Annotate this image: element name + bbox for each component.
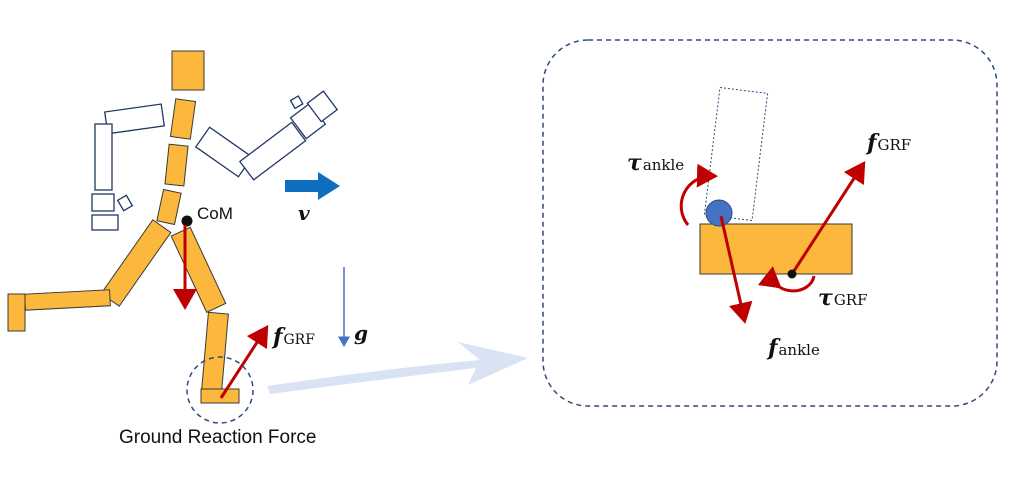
grf-force-label: fGRF — [271, 324, 315, 350]
foot-zoom-circle — [186, 356, 254, 424]
back-thigh-segment — [100, 219, 172, 307]
grf-contact-point — [787, 269, 797, 279]
tau-grf-label: τGRF — [818, 285, 868, 311]
back-foot-segment — [7, 293, 26, 332]
grf-torque-arc — [757, 266, 816, 293]
inset-panel — [542, 39, 998, 407]
com-label: CoM — [197, 204, 233, 223]
inset-foot-segment — [699, 223, 853, 275]
ground-reaction-force-caption: Ground Reaction Force — [119, 427, 317, 448]
body-segments — [7, 50, 240, 404]
torso-segment-1 — [169, 98, 197, 140]
ankle-joint — [705, 199, 733, 227]
front-shank-segment — [201, 311, 229, 393]
inset-grf-force-label: fGRF — [865, 130, 911, 156]
inset-shank-outline — [703, 86, 769, 222]
ankle-torque-arc — [679, 163, 718, 226]
inset-grf-force-arrow — [790, 160, 866, 275]
torso-segment-2 — [164, 143, 189, 187]
velocity-label: v — [298, 201, 310, 225]
com-dot — [181, 215, 193, 227]
tau-ankle-label: τankle — [627, 150, 684, 176]
gravity-label: g — [354, 321, 368, 345]
front-arm-outlines — [194, 90, 339, 181]
back-arm-outlines — [91, 103, 165, 231]
back-shank-segment — [24, 289, 111, 311]
zoom-arrow — [267, 342, 528, 394]
velocity-arrow — [285, 172, 340, 200]
f-ankle-label: fankle — [766, 335, 820, 361]
grf-force-arrow — [219, 324, 269, 399]
ankle-force-arrow — [719, 215, 753, 324]
front-foot-segment — [200, 388, 240, 404]
pelvis-segment — [156, 188, 182, 226]
head-segment — [171, 50, 205, 91]
front-thigh-segment — [170, 226, 227, 313]
